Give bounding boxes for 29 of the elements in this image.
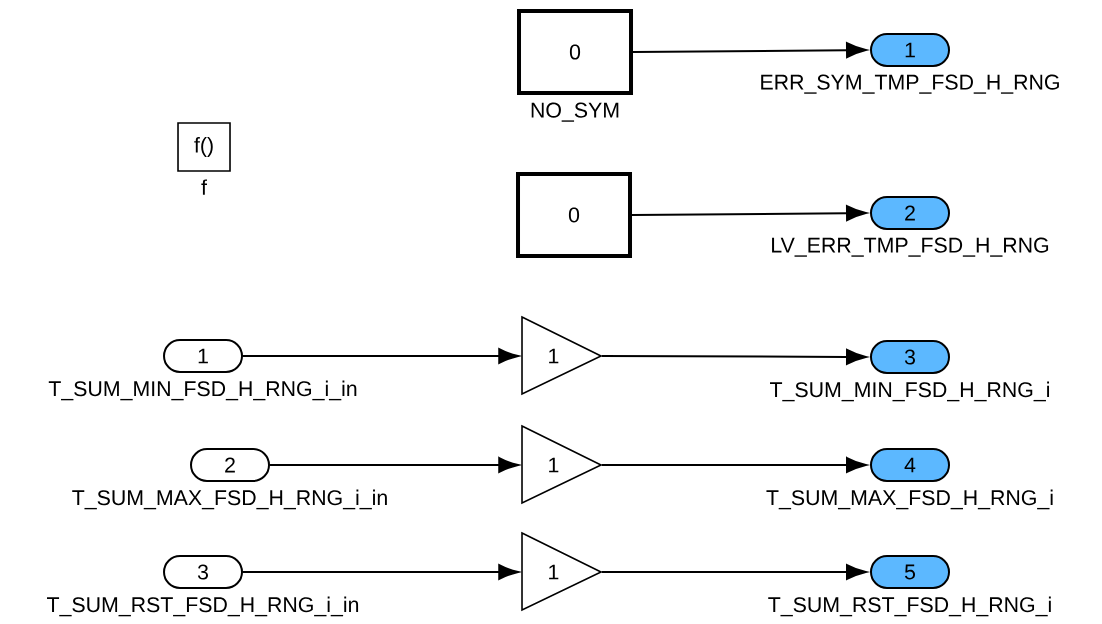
block-label: NO_SYM — [531, 102, 619, 122]
arrow — [632, 42, 867, 59]
block-label: T_SUM_RST_FSD_H_RNG_i_in — [47, 596, 359, 617]
block-label: LV_ERR_TMP_FSD_H_RNG — [772, 237, 1049, 257]
arrow — [600, 348, 867, 365]
outport-block: 4 — [870, 448, 950, 482]
outport-block: 3 — [870, 340, 950, 374]
arrow — [600, 457, 867, 473]
arrow — [242, 564, 519, 580]
outport-block: 1 — [870, 33, 950, 67]
arrow — [631, 205, 867, 222]
block-label: f — [201, 179, 207, 195]
arrow — [269, 457, 519, 473]
arrow — [242, 348, 519, 364]
function-block: f() — [177, 122, 231, 172]
outport-block: 2 — [870, 196, 950, 230]
block-label: ERR_SYM_TMP_FSD_H_RNG — [761, 74, 1059, 94]
outport-block: 5 — [870, 555, 950, 589]
block-label: T_SUM_RST_FSD_H_RNG_i — [768, 596, 1051, 617]
constant-block: 0 — [516, 172, 632, 258]
block-label: T_SUM_MIN_FSD_H_RNG_i — [770, 381, 1049, 402]
inport-block: 2 — [190, 448, 270, 482]
block-label: T_SUM_MIN_FSD_H_RNG_i_in — [48, 380, 357, 401]
inport-block: 1 — [163, 339, 243, 373]
inport-block: 3 — [163, 555, 243, 589]
block-label: T_SUM_MAX_FSD_H_RNG_i — [766, 489, 1053, 510]
arrow — [600, 564, 867, 580]
constant-block: 0 — [517, 9, 633, 95]
block-label: T_SUM_MAX_FSD_H_RNG_i_in — [72, 489, 387, 510]
